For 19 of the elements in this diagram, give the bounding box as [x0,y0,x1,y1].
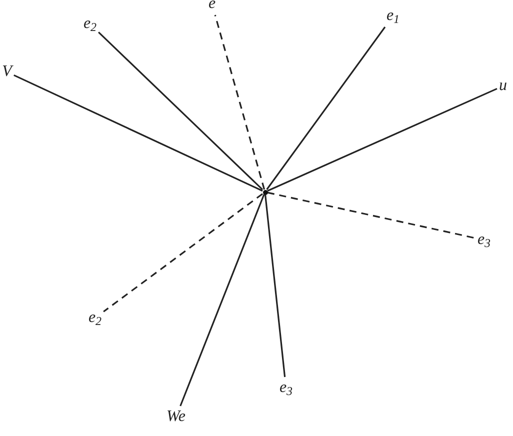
center-point [262,190,268,194]
vector-label: e$_{3}$ [279,379,293,397]
line [264,194,286,378]
vector-label: V [2,63,12,81]
vector-label: u [499,77,507,95]
vector-label: e [208,0,216,13]
vector-label: e$_{2}$ [83,15,97,33]
line [103,193,263,312]
line [214,14,266,190]
vector-label: We [166,408,186,426]
line [98,32,264,190]
line [267,88,498,192]
line [267,192,476,239]
vector-label: e$_{3}$ [477,231,491,249]
vector-label: e$_{2}$ [88,309,102,327]
vector-label: e$_{1}$ [386,7,400,25]
line [266,26,386,190]
line [14,74,263,192]
line [180,194,265,406]
